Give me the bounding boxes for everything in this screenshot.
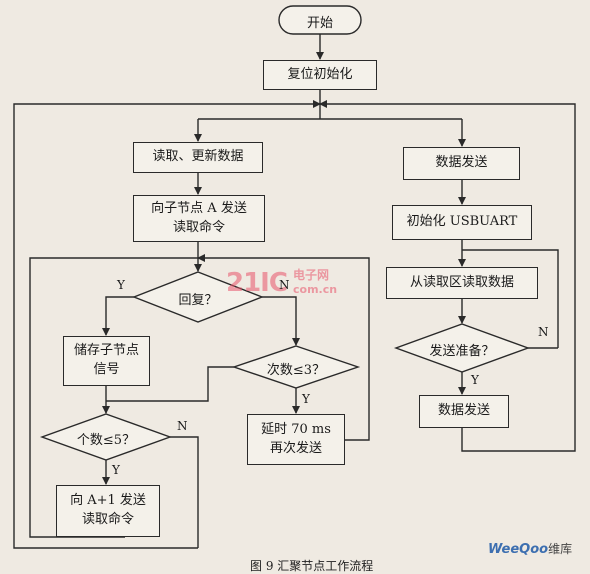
flow-reply-yes	[102, 296, 134, 336]
send-next-line1: 向 A+1 发送	[70, 493, 146, 509]
brand-watermark: 21IC	[226, 268, 288, 298]
flow-delay-loop	[197, 254, 370, 441]
read-update-box: 读取、更新数据	[133, 142, 263, 173]
delay-resend-box: 延时 70 ms 再次发送	[247, 414, 345, 465]
data-send-bottom-label: 数据发送	[437, 403, 490, 419]
data-send-top-box: 数据发送	[403, 147, 520, 180]
send-next-line2: 读取命令	[81, 512, 134, 527]
flow-num-no	[170, 436, 199, 548]
read-area-label: 从读取区读取数据	[409, 274, 514, 290]
start-label: 开始	[306, 16, 333, 31]
ready-no-label: N	[538, 325, 549, 339]
corner-logo-text: WeeQoo	[488, 542, 549, 557]
send-next-box: 向 A+1 发送 读取命令	[56, 485, 160, 537]
send-child-line1: 向子节点 A 发送	[151, 200, 247, 216]
count-yes-label: Y	[302, 392, 310, 406]
read-update-label: 读取、更新数据	[152, 149, 244, 165]
reply-diamond	[132, 271, 264, 323]
send-child-box: 向子节点 A 发送 读取命令	[133, 195, 265, 242]
delay-line1: 延时 70 ms	[261, 421, 331, 437]
count-label: 次数≤3？	[266, 363, 326, 378]
flow-ready-loop	[462, 249, 559, 348]
reset-init-box: 复位初始化	[263, 60, 377, 90]
flow-left-loop	[13, 100, 321, 549]
init-usbuart-label: 初始化 USBUART	[406, 214, 518, 230]
delay-line2: 再次发送	[269, 440, 322, 456]
flow-inner-loop	[29, 257, 198, 538]
figure-caption: 图 9 汇聚节点工作流程	[250, 559, 374, 573]
data-send-top-label: 数据发送	[435, 155, 488, 171]
reply-no-label: N	[279, 278, 290, 292]
reply-yes-label: Y	[117, 278, 125, 292]
store-child-box: 储存子节点 信号	[63, 336, 150, 386]
brand-digits: 21IC	[226, 268, 288, 298]
num-no-label: N	[177, 419, 188, 433]
data-send-bottom-box: 数据发送	[419, 395, 509, 428]
store-child-line2: 信号	[93, 362, 120, 377]
num-yes-label: Y	[112, 463, 120, 477]
num-label: 个数≤5？	[76, 433, 136, 448]
reset-init-label: 复位初始化	[287, 66, 353, 82]
flow-count-no	[106, 366, 234, 402]
corner-logo: WeeQoo维库	[488, 540, 572, 557]
ready-yes-label: Y	[471, 373, 479, 387]
init-usbuart-box: 初始化 USBUART	[392, 205, 532, 240]
read-area-box: 从读取区读取数据	[386, 267, 538, 299]
brand-url: com.cn	[293, 283, 338, 296]
ready-label: 发送准备？	[429, 344, 495, 359]
flow-reply-no	[262, 296, 300, 346]
brand-watermark-cn: 电子网	[293, 266, 329, 283]
corner-logo-cn: 维库	[548, 542, 573, 556]
send-child-line2: 读取命令	[172, 219, 225, 235]
flow-right-loop	[319, 100, 576, 452]
reply-label: 回复？	[178, 293, 218, 308]
brand-watermark-url: com.cn	[293, 283, 337, 296]
brand-cn: 电子网	[293, 268, 330, 282]
store-child-line1: 储存子节点	[73, 343, 139, 359]
